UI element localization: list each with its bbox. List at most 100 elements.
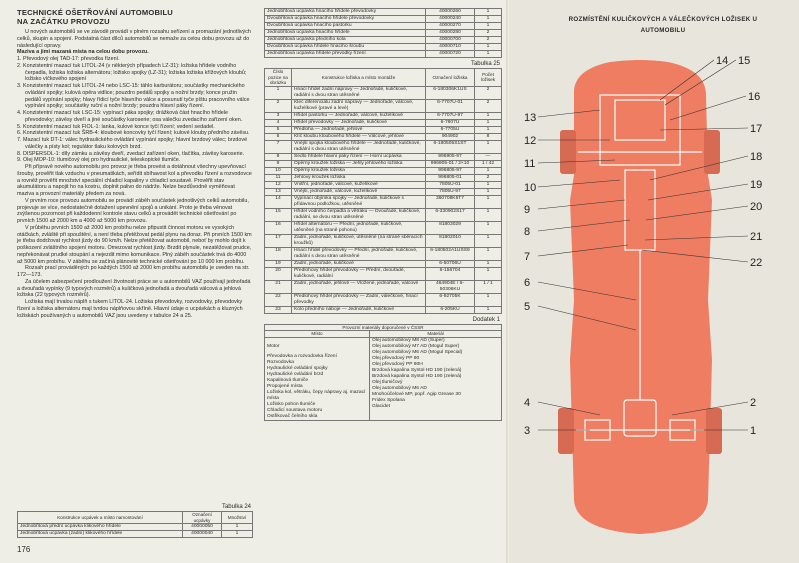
position-label: 9 xyxy=(524,204,530,216)
diagram-title: ROZMÍSTĚNÍ KULIČKOVÝCH A VÁLEČKOVÝCH LOŽ… xyxy=(543,14,783,36)
heading-line-1: TECHNICKÉ OŠETŘOVÁNÍ AUTOMOBILU xyxy=(17,8,173,17)
table-cell: 1 xyxy=(474,50,502,58)
material-item: Olej převodový PP 90H xyxy=(372,361,423,367)
paragraph: Ložiska mají trvalou náplň s tukem LITOL… xyxy=(17,299,243,319)
list-item: 3. Konzistentní mazací tuk LITOL-24 nebo… xyxy=(17,83,250,110)
dodatek-table: Provozní materiály doporučené v ČSSR Mís… xyxy=(264,323,502,421)
place-item: Ložisko pohon tlumiče xyxy=(267,401,316,407)
mechanics-schematic xyxy=(576,94,704,441)
table-caption: Tabulka 25 xyxy=(470,61,500,67)
list-item: 5. Konzistentní mazací tuk FIOL-1: lanka… xyxy=(17,123,215,130)
table-25: Číslo pozice na obrázku Konstrukce ložis… xyxy=(264,68,502,314)
list-item: 8. DISPERSOL-1: díly zámku a závěsy dveř… xyxy=(17,150,245,157)
position-label: 6 xyxy=(524,277,530,289)
list-item: 7. Mazací tuk DT-1: válec hydraulického … xyxy=(17,137,248,150)
leader-line xyxy=(537,159,616,164)
engine-outline xyxy=(599,94,681,166)
position-label: 7 xyxy=(524,251,530,263)
page-number: 176 xyxy=(17,545,31,554)
leader-lines xyxy=(537,59,749,431)
place-item: Ostřikovač čelního skla xyxy=(267,413,318,419)
wheel xyxy=(560,130,576,174)
heading-line-2: NA ZAČÁTKU PROVOZU xyxy=(17,17,110,26)
place-item: Propojené místa xyxy=(267,383,303,389)
leader-line xyxy=(649,155,749,181)
car-silhouette xyxy=(570,60,712,534)
position-label: 12 xyxy=(524,135,536,147)
list-item: 4. Konzistentní mazací tuk LSC-15: vypín… xyxy=(17,110,243,123)
material-item: Olej automobilový M6 AD (Mogul Special) xyxy=(372,349,463,355)
position-label: 17 xyxy=(750,123,762,135)
position-label: 16 xyxy=(748,91,760,103)
diagram-title-line-1: ROZMÍSTĚNÍ KULIČKOVÝCH A VÁLEČKOVÝCH LOŽ… xyxy=(568,16,758,23)
table-caption: Dodatek 1 xyxy=(472,316,500,323)
position-label: 8 xyxy=(524,226,530,238)
position-label: 19 xyxy=(750,179,762,191)
place-item: Kapalinová tlumiče xyxy=(267,377,309,383)
paragraph: Při přípravě nového automobilu pro provo… xyxy=(17,164,252,197)
table-row: Jednobřitová ucpávka hřídele převodky ří… xyxy=(264,50,502,58)
table-cell: 1 xyxy=(221,530,253,538)
column-header: Označení ucpávky xyxy=(182,511,222,524)
leader-line xyxy=(537,305,637,331)
leader-line xyxy=(671,401,749,416)
position-label: 1 xyxy=(750,425,756,437)
list-item: 6. Konzistentní mazací tuk ŠRB-4: kloubo… xyxy=(17,130,250,137)
leader-line xyxy=(537,401,601,416)
position-label: 13 xyxy=(524,112,536,124)
position-label: 21 xyxy=(750,231,762,243)
leader-line xyxy=(537,281,637,301)
paragraph: V průběhu prvních 1500 až 2000 km probíh… xyxy=(17,224,252,265)
wheel xyxy=(704,130,720,174)
position-label: 18 xyxy=(750,151,762,163)
leader-line xyxy=(644,235,749,241)
material-item: Olej tlumičový xyxy=(372,379,403,385)
position-label: 3 xyxy=(524,425,530,437)
leader-line xyxy=(659,127,749,131)
material-item: Fridex Spolana xyxy=(372,397,405,403)
material-item: Mnohoúčelové MP, popř. Agip Grease 30 xyxy=(372,391,461,397)
list-item: 9. Olej MOP-10: tlumičový olej pro hydra… xyxy=(17,157,181,164)
list-item: 2. Konzistentní mazací tuk LITOL-24 (v n… xyxy=(17,62,247,83)
engine-block xyxy=(614,99,666,141)
material-item: Brzdová kapalina Syntol HD 190 (zelená) xyxy=(372,367,462,373)
place-item: Hydraulické ovládání brzd xyxy=(267,371,324,377)
position-label: 4 xyxy=(524,397,530,409)
leader-line xyxy=(537,109,601,118)
leader-line xyxy=(537,244,629,257)
table-cell: Vnější spojka kloubového hřídele — Jedno… xyxy=(291,139,426,154)
position-label: 15 xyxy=(738,55,750,67)
leader-line xyxy=(664,59,737,106)
paragraph: Rozsah prací prováděných po každých 1500… xyxy=(17,265,250,278)
table-caption: Tabulka 24 xyxy=(221,504,251,510)
leader-line xyxy=(537,219,631,232)
tables-column: Jednobřitová ucpávka hnacího hřídele pře… xyxy=(264,8,502,421)
top-seal-table: Jednobřitová ucpávka hnacího hřídele pře… xyxy=(264,8,502,58)
intro-paragraph: U nových automobilů se ve závodě provádí… xyxy=(17,29,251,49)
leader-line xyxy=(647,183,749,201)
wheel xyxy=(706,408,722,454)
leader-line xyxy=(537,179,621,188)
table-24: Tabulka 24 Konstrukce ucpávek a místo na… xyxy=(17,504,253,538)
leader-line xyxy=(645,205,749,221)
table-cell: Vypínací objímka spojky — Jednořadé, kul… xyxy=(291,194,426,209)
place-item: Ložiska kol, větráku, čepy nápravy aj. m… xyxy=(267,389,366,401)
wheel xyxy=(558,408,574,454)
leader-line xyxy=(537,199,626,210)
leader-line xyxy=(659,59,715,101)
position-label: 20 xyxy=(750,201,762,213)
place-item: Převodovka a rozvodovka řízení xyxy=(267,353,337,359)
motor-label: Motor xyxy=(267,343,280,349)
